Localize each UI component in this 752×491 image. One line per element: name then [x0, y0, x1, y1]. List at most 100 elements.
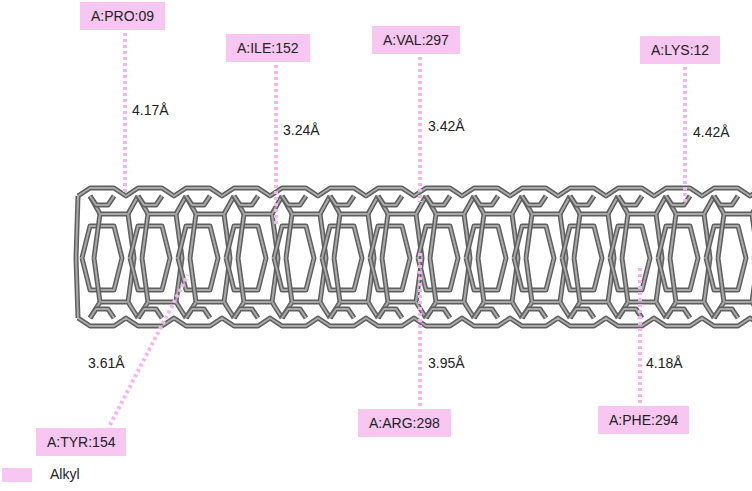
tube-bond-highlight [186, 309, 210, 318]
residue-name: A:LYS:12 [651, 42, 709, 58]
interaction-leader [638, 268, 642, 403]
tube-bond-highlight [368, 196, 378, 214]
tube-bond-highlight [666, 309, 690, 318]
tube-bond-highlight [330, 309, 354, 318]
residue-name: A:TYR:154 [47, 434, 115, 450]
tube-bond-highlight [234, 196, 258, 205]
tube-bond-highlight [378, 196, 402, 205]
residue-name: A:PHE:294 [609, 412, 678, 428]
tube-bond [90, 309, 114, 318]
tube-bond [186, 196, 210, 205]
tube-bond-highlight [522, 309, 546, 318]
tube-bond-highlight [128, 302, 138, 318]
tube-bond [334, 214, 374, 302]
tube-bond [368, 196, 378, 214]
distance-label: 3.42Å [428, 118, 465, 134]
tube-bond [522, 309, 546, 318]
tube-bond [234, 309, 258, 318]
tube-bond-highlight [478, 214, 518, 302]
tube-bond-highlight [286, 214, 326, 302]
tube-bond-highlight [76, 196, 78, 318]
tube-bond-highlight [320, 196, 330, 214]
residue-box: A:PHE:294 [598, 406, 689, 434]
tube-bond [560, 302, 570, 318]
tube-bond [224, 302, 234, 318]
tube-bond-highlight [714, 309, 738, 318]
distance-label: 3.61Å [88, 355, 125, 371]
tube-bond [608, 302, 618, 318]
tube-bond-highlight [466, 226, 506, 290]
tube-bond [382, 214, 422, 302]
legend-swatch [2, 468, 32, 482]
interaction-leader [418, 57, 422, 202]
tube-bond-highlight [370, 226, 410, 290]
tube-bond [574, 214, 614, 302]
tube-bond-highlight [282, 309, 306, 318]
tube-bond-highlight [238, 214, 278, 302]
residue-box: A:ILE:152 [226, 34, 310, 62]
tube-bond-highlight [128, 196, 138, 214]
tube-bond [418, 226, 458, 290]
tube-bond [706, 226, 746, 290]
tube-bond-highlight [138, 309, 162, 318]
tube-bond [176, 302, 186, 318]
tube-bond [704, 196, 714, 214]
tube-bond [378, 196, 402, 205]
tube-bond-highlight [90, 196, 114, 205]
tube-bond-highlight [426, 309, 450, 318]
tube-bond [670, 214, 710, 302]
residue-box: A:VAL:297 [372, 26, 460, 54]
tube-bond [474, 196, 498, 205]
tube-bond [130, 226, 170, 290]
tube-bond [142, 214, 182, 302]
tube-bond [78, 188, 752, 196]
residue-box: A:PRO:09 [80, 2, 165, 30]
tube-bond-highlight [322, 226, 362, 290]
tube-bond-highlight [570, 309, 594, 318]
tube-bond-highlight [224, 196, 234, 214]
tube-bond [138, 309, 162, 318]
tube-bond-highlight [656, 196, 666, 214]
tube-bond [94, 214, 134, 302]
tube-bond [190, 214, 230, 302]
tube-bond-highlight [176, 196, 186, 214]
tube-bond-highlight [560, 302, 570, 318]
residue-box: A:ARG:298 [358, 409, 451, 437]
residue-box: A:TYR:154 [36, 428, 126, 456]
interaction-leader [110, 275, 188, 425]
tube-bond-highlight [562, 226, 602, 290]
tube-bond [82, 226, 122, 290]
tube-bond [478, 214, 518, 302]
tube-bond-highlight [368, 302, 378, 318]
tube-bond [618, 196, 642, 205]
tube-bond-highlight [430, 214, 470, 302]
tube-bond-highlight [378, 309, 402, 318]
tube-bond [522, 196, 546, 205]
tube-bond-highlight [90, 309, 114, 318]
tube-bond-highlight [78, 188, 752, 196]
tube-bond [274, 226, 314, 290]
tube-bond [474, 309, 498, 318]
tube-bond [570, 309, 594, 318]
tube-bond [426, 309, 450, 318]
tube-bond-highlight [658, 226, 698, 290]
residue-name: A:PRO:09 [91, 8, 154, 24]
tube-bond-highlight [714, 196, 738, 205]
interaction-leader [123, 33, 127, 192]
tube-bond-highlight [82, 226, 122, 290]
legend-label: Alkyl [50, 466, 80, 482]
tube-bond [238, 214, 278, 302]
tube-bond-highlight [526, 214, 566, 302]
tube-bond [330, 196, 354, 205]
tube-bond [176, 196, 186, 214]
tube-bond-highlight [670, 214, 710, 302]
tube-bond-highlight [522, 196, 546, 205]
tube-bond-highlight [416, 196, 426, 214]
tube-bond [272, 302, 282, 318]
tube-bond [286, 214, 326, 302]
tube-bond [512, 196, 522, 214]
tube-bond-highlight [138, 196, 162, 205]
distance-label: 4.17Å [132, 102, 169, 118]
tube-bond [658, 226, 698, 290]
residue-name: A:ILE:152 [237, 40, 299, 56]
